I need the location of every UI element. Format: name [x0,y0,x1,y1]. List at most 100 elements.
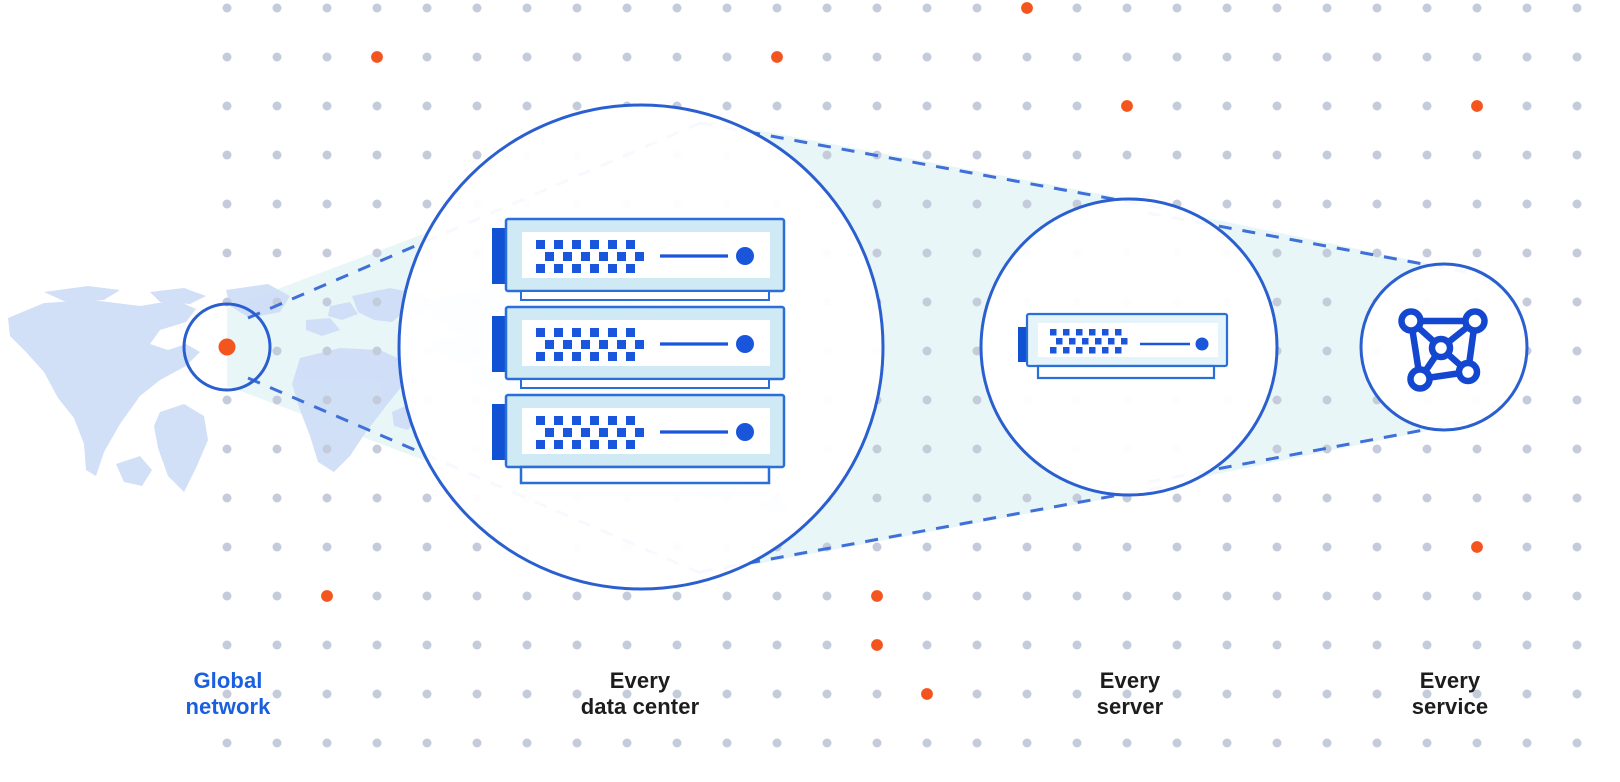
grid-dot [772,591,782,601]
grid-dot [772,689,782,699]
grid-dot [1122,52,1132,62]
grid-dot [722,52,732,62]
grid-dot [222,199,232,209]
grid-dot [1172,150,1182,160]
grid-dot [1372,444,1382,454]
grid-dot [772,3,782,13]
grid-dot [872,199,882,209]
grid-dot [1072,101,1082,111]
grid-dot [1572,150,1582,160]
grid-dot [1022,199,1032,209]
grid-dot [1172,3,1182,13]
grid-dot [922,346,932,356]
grid-dot [1522,640,1532,650]
grid-dot [1472,591,1482,601]
grid-dot [1372,738,1382,748]
grid-dot [522,640,532,650]
grid-dot [1422,689,1432,699]
grid-dot [1222,738,1232,748]
grid-dot [222,444,232,454]
grid-dot [1372,591,1382,601]
grid-dot [1572,689,1582,699]
grid-dot [1072,689,1082,699]
grid-dot [1322,640,1332,650]
grid-dot [1322,689,1332,699]
grid-dot [222,542,232,552]
grid-dot [1122,689,1132,699]
grid-dot [222,248,232,258]
grid-dot [1522,493,1532,503]
grid-dot [422,591,432,601]
grid-dot [472,591,482,601]
grid-dot [272,444,282,454]
grid-dot [1222,689,1232,699]
grid-dot [1072,493,1082,503]
grid-dot [622,640,632,650]
grid-dot [1572,395,1582,405]
grid-dot [972,199,982,209]
grid-dot [1322,591,1332,601]
grid-dot [422,689,432,699]
grid-dot [672,689,682,699]
grid-dot [622,3,632,13]
grid-dot [872,542,882,552]
grid-dot [972,101,982,111]
grid-dot [222,150,232,160]
grid-dot [372,738,382,748]
grid-dot [1272,3,1282,13]
grid-dot [1572,52,1582,62]
grid-dot [322,689,332,699]
grid-dot [1272,101,1282,111]
grid-dot [422,101,432,111]
grid-dot [572,52,582,62]
grid-dot [1372,52,1382,62]
grid-dot [672,738,682,748]
grid-dot [1222,640,1232,650]
single-server-icon [1018,312,1229,380]
grid-dot [522,3,532,13]
grid-dot [472,52,482,62]
grid-dot [322,444,332,454]
grid-dot [922,542,932,552]
grid-dot [1472,738,1482,748]
grid-dot [372,150,382,160]
grid-dot [422,640,432,650]
grid-dot [272,493,282,503]
grid-dot [1272,199,1282,209]
grid-dot [1372,689,1382,699]
grid-dot [222,101,232,111]
grid-dot [1522,3,1532,13]
grid-dot [822,150,832,160]
grid-dot [822,3,832,13]
grid-dot [822,640,832,650]
grid-dot [972,346,982,356]
grid-dot [972,297,982,307]
grid-dot [722,689,732,699]
grid-dot [972,738,982,748]
grid-dot [1272,591,1282,601]
grid-dot [572,689,582,699]
grid-dot-highlight [921,688,933,700]
grid-dot [1422,542,1432,552]
grid-dot [872,52,882,62]
grid-dot [1572,297,1582,307]
grid-dot-highlight [1471,541,1483,553]
grid-dot [222,3,232,13]
grid-dot [922,591,932,601]
grid-dot [272,248,282,258]
grid-dot [372,395,382,405]
grid-dot [322,150,332,160]
grid-dot [1372,3,1382,13]
grid-dot [922,395,932,405]
grid-dot [1172,52,1182,62]
grid-dot [1222,493,1232,503]
grid-dot [1572,542,1582,552]
grid-dot [422,542,432,552]
grid-dot [222,640,232,650]
grid-dot [1572,493,1582,503]
grid-dot [1022,493,1032,503]
grid-dot [322,297,332,307]
grid-dot [1022,689,1032,699]
grid-dot [1322,248,1332,258]
grid-dot [272,150,282,160]
